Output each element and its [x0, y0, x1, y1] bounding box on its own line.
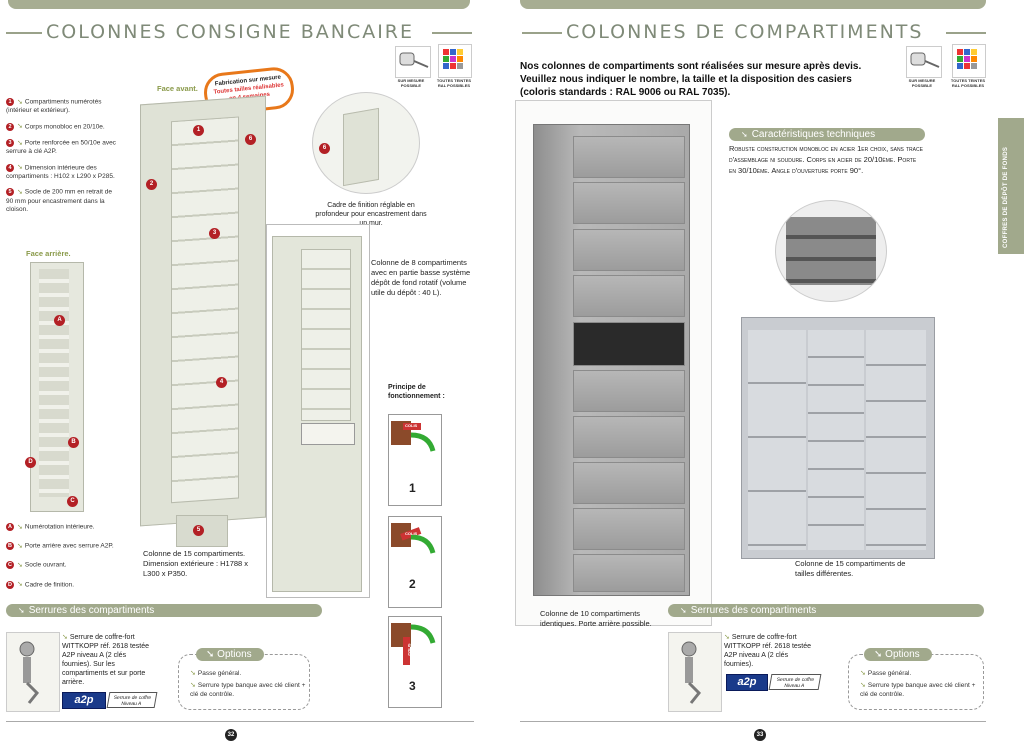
footer-rule-left — [6, 721, 474, 722]
marker-5: 5 — [193, 525, 204, 536]
face-arriere-label: Face arrière. — [26, 249, 71, 258]
marker-6b: 6 — [319, 143, 330, 154]
cadre-caption: Cadre de finition réglable en profondeur… — [315, 202, 427, 227]
serrures-bar-right: ➘Serrures des compartiments — [668, 604, 984, 617]
top-bar-right — [520, 0, 986, 9]
intro-text: Nos colonnes de compartiments sont réali… — [520, 61, 862, 98]
marker-3: 3 — [209, 228, 220, 239]
column8-caption: Colonne de 8 compartiments avec en parti… — [371, 258, 471, 297]
compartment-detail-image — [775, 200, 887, 302]
column15-caption: Colonne de 15 compartiments. Dimension e… — [143, 549, 249, 578]
feature-item: 3➘Porte renforcée en 50/10e avec serrure… — [6, 138, 116, 156]
feature-item: 5➘Socle de 200 mm en retrait de 90 mm po… — [6, 188, 112, 214]
marker-A: A — [54, 315, 65, 326]
compartment-door[interactable] — [573, 182, 685, 224]
marker-6: 6 — [245, 134, 256, 145]
page-title-right: COLONNES DE COMPARTIMENTS — [566, 21, 924, 43]
face-avant-label: Face avant. — [157, 84, 198, 93]
serrures-bar-left: ➘Serrures des compartiments — [6, 604, 322, 617]
section-side-tab[interactable]: COFFRES DE DÉPÔT DE FONDS — [998, 118, 1024, 254]
column8-image — [272, 236, 362, 592]
marker-2: 2 — [146, 179, 157, 190]
measure-icon — [906, 46, 942, 78]
rear-feature-list: A➘Numérotation intérieure. B➘Porte arriè… — [6, 523, 136, 590]
measure-label: SUR MESURE POSSIBLE — [908, 78, 936, 88]
cadre-detail-image — [312, 92, 420, 194]
measure-label: SUR MESURE POSSIBLE — [397, 78, 425, 88]
principe-title: Principe de fonctionnement : — [388, 384, 445, 400]
rear-cabinet-image — [30, 262, 84, 512]
carac-bar: ➘Caractéristiques techniques — [729, 128, 925, 141]
colors-label: TOUTES TEINTES RAL POSSIBLES — [436, 78, 472, 88]
marker-D: D — [25, 457, 36, 468]
compartment-door[interactable] — [573, 136, 685, 178]
compartment-door[interactable] — [573, 554, 685, 592]
option-item: ➘Passe général. — [860, 670, 912, 677]
carac-text: Robuste construction monobloc en acier 1… — [729, 144, 923, 175]
column15-grey-caption: Colonne de 15 compartiments de tailles d… — [795, 559, 906, 578]
title-rule-left — [6, 32, 42, 34]
option-item: ➘Passe général. — [190, 670, 242, 677]
a2p-note-right: Serrure de coffre Niveau A — [768, 674, 822, 690]
a2p-logo-left: a2p — [62, 692, 106, 709]
page-number-right: 33 — [754, 729, 766, 741]
column8-frame — [266, 224, 370, 598]
page-number-left: 32 — [225, 729, 237, 741]
options-pill-right: ➘ Options — [864, 648, 932, 661]
rear-feature-item: A➘Numérotation intérieure. — [6, 523, 95, 531]
feature-item: 2➘Corps monobloc en 20/10e. — [6, 122, 120, 132]
footer-rule-right — [520, 721, 986, 722]
rear-feature-item: C➘Socle ouvrant. — [6, 561, 67, 570]
measure-icon — [395, 46, 431, 78]
compartment-door[interactable] — [573, 416, 685, 458]
serrure-text-left: ➘Serrure de coffre-fort WITTKOPP réf. 26… — [62, 634, 150, 686]
lock-photo — [668, 632, 722, 712]
a2p-logo-right: a2p — [726, 674, 768, 691]
serrure-text-right: ➘Serrure de coffre-fort WITTKOPP réf. 26… — [724, 634, 812, 668]
colors-label: TOUTES TEINTES RAL POSSIBLES — [950, 78, 986, 88]
compartment-door[interactable] — [573, 508, 685, 550]
step-3-diagram: COLIS 3 — [388, 616, 442, 708]
title-rule-right — [522, 32, 562, 34]
marker-1: 1 — [193, 125, 204, 136]
front-cabinet-image — [140, 95, 266, 527]
top-bar-left — [8, 0, 470, 9]
options-pill-left: ➘ Options — [196, 648, 264, 661]
option-item: ➘Serrure type banque avec clé client + c… — [860, 682, 976, 698]
compartment-door[interactable] — [573, 322, 685, 366]
color-swatch-icon — [438, 44, 472, 78]
option-item: ➘Serrure type banque avec clé client + c… — [190, 682, 306, 698]
compartment-door[interactable] — [573, 229, 685, 271]
marker-C: C — [67, 496, 78, 507]
compartment-door[interactable] — [573, 370, 685, 412]
step-1-diagram: COLIS 1 — [388, 414, 442, 506]
column10-caption: Colonne de 10 compartiments identiques. … — [540, 609, 652, 628]
title-rule-left-end — [432, 32, 472, 34]
compartment-door[interactable] — [573, 462, 685, 504]
lock-photo — [6, 632, 60, 712]
rear-feature-item: B➘Porte arrière avec serrure A2P. — [6, 542, 114, 551]
feature-list: 1➘Compartiments numérotés (intérieur et … — [6, 98, 120, 215]
marker-4: 4 — [216, 377, 227, 388]
step-2-diagram: COLIS 2 — [388, 516, 442, 608]
title-rule-right-end — [946, 32, 986, 34]
compartment-door[interactable] — [573, 275, 685, 317]
feature-item: 4➘Dimension intérieure des compartiments… — [6, 163, 115, 180]
color-swatch-icon — [952, 44, 986, 78]
feature-item: 1➘Compartiments numérotés (intérieur et … — [6, 98, 102, 115]
a2p-note-left: Serrure de coffre Niveau A — [106, 692, 158, 708]
page-title-left: COLONNES CONSIGNE BANCAIRE — [46, 21, 415, 43]
column15-grey-image — [741, 317, 935, 559]
marker-B: B — [68, 437, 79, 448]
rear-feature-item: D➘Cadre de finition. — [6, 580, 75, 589]
